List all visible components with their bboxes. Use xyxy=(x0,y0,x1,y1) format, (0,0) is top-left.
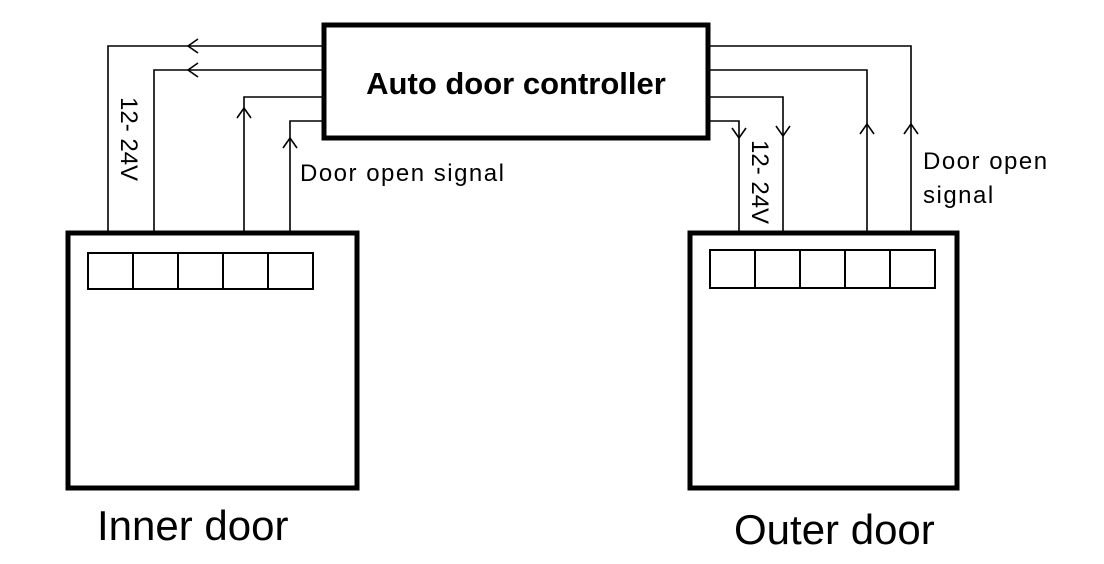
inner-signal-wire-2 xyxy=(289,120,324,253)
outer-power-wire-2 xyxy=(708,120,740,250)
outer-door-unit: 12- 24V Door open signal Outer door xyxy=(687,140,1049,553)
outer-power-arrow-1 xyxy=(775,125,791,138)
outer-door-caption: Outer door xyxy=(734,506,935,553)
outer-power-wire-1 xyxy=(708,96,784,250)
auto-door-controller: Auto door controller xyxy=(321,22,711,141)
inner-signal-arrow-2 xyxy=(282,136,298,149)
inner-terminal-3 xyxy=(177,252,224,290)
outer-terminal-4 xyxy=(844,249,891,289)
outer-terminal-3 xyxy=(799,249,846,289)
inner-signal-label: Door open signal xyxy=(300,160,505,187)
outer-signal-wire-2 xyxy=(708,69,868,250)
controller-label: Auto door controller xyxy=(366,66,666,101)
inner-door-wires xyxy=(107,38,324,253)
inner-signal-arrow-1 xyxy=(236,106,252,119)
inner-power-wire-2 xyxy=(153,69,324,253)
outer-terminal-1 xyxy=(709,249,756,289)
inner-voltage-label: 12- 24V xyxy=(115,97,142,181)
outer-voltage-label: 12- 24V xyxy=(746,140,773,224)
outer-signal-arrow-2 xyxy=(903,122,919,135)
outer-door-wires xyxy=(708,45,919,250)
inner-terminal-1 xyxy=(87,252,134,290)
outer-signal-arrow-1 xyxy=(859,122,875,135)
controller-box xyxy=(321,22,711,141)
inner-door-caption: Inner door xyxy=(97,502,288,549)
outer-signal-wire-1 xyxy=(708,45,912,250)
outer-door-terminal-block xyxy=(709,249,936,289)
outer-terminal-5 xyxy=(889,249,936,289)
outer-power-arrow-2 xyxy=(731,127,747,140)
outer-terminal-2 xyxy=(754,249,801,289)
inner-power-wire-1 xyxy=(107,45,324,253)
inner-terminal-4 xyxy=(222,252,269,290)
inner-power-arrow-1 xyxy=(186,38,199,54)
inner-terminal-5 xyxy=(267,252,314,290)
outer-signal-label-line1: Door open xyxy=(923,148,1049,175)
inner-door-unit: 12- 24V Door open signal Inner door xyxy=(65,97,505,549)
inner-door-terminal-block xyxy=(87,252,314,290)
inner-power-arrow-2 xyxy=(186,62,199,78)
inner-terminal-2 xyxy=(132,252,179,290)
outer-signal-label-line2: signal xyxy=(923,182,995,209)
inner-signal-wire-1 xyxy=(243,96,324,253)
